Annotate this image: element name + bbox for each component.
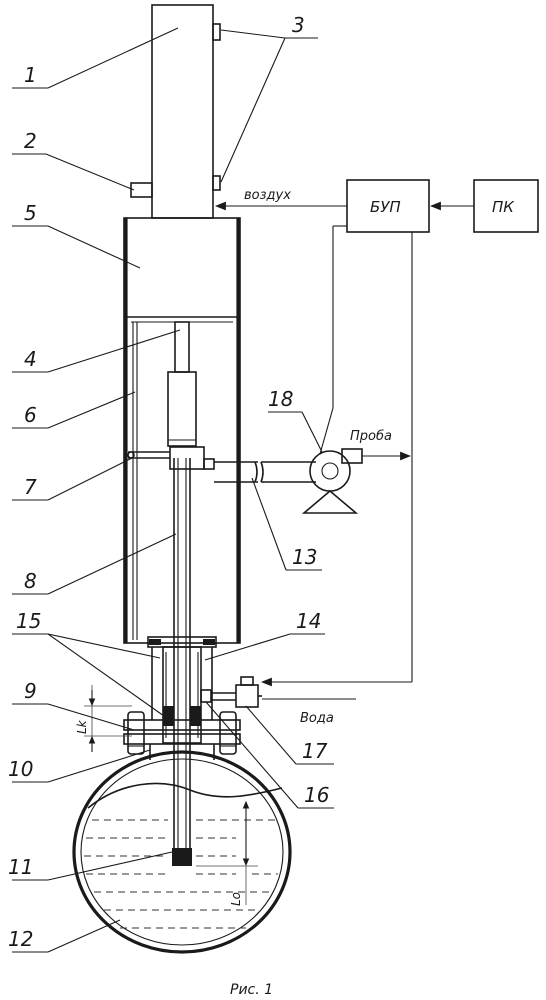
label-1: 1 xyxy=(24,63,37,87)
water-label: Вода xyxy=(300,711,334,726)
label-8: 8 xyxy=(24,569,37,593)
label-14: 14 xyxy=(296,609,321,633)
pk-label: ПК xyxy=(492,198,515,216)
label-15: 15 xyxy=(16,609,41,633)
label-12: 12 xyxy=(8,927,33,951)
label-10: 10 xyxy=(8,757,33,781)
leader-lines xyxy=(12,27,334,953)
label-18: 18 xyxy=(268,387,293,411)
dimensions xyxy=(84,685,258,905)
part-labels: 1 2 3 5 4 6 7 8 15 14 9 10 17 16 11 12 1… xyxy=(8,13,329,951)
bup-label: БУП xyxy=(370,198,401,216)
lo-label: Lo xyxy=(229,892,243,906)
control-system xyxy=(214,179,539,700)
vessel xyxy=(72,750,292,954)
probe-label: Проба xyxy=(350,429,392,444)
label-7: 7 xyxy=(24,475,37,499)
liquid-fill xyxy=(84,819,278,929)
label-3: 3 xyxy=(292,13,305,37)
label-4: 4 xyxy=(24,347,37,371)
main-cylinder xyxy=(123,217,241,644)
flange-assembly xyxy=(123,636,262,760)
lk-label: Lk xyxy=(75,719,89,734)
air-label: воздух xyxy=(244,188,291,203)
sample-duct xyxy=(214,461,316,483)
actuator-housing xyxy=(130,4,221,219)
sampling-tube xyxy=(172,458,192,866)
label-6: 6 xyxy=(24,403,37,427)
label-17: 17 xyxy=(302,739,328,763)
label-16: 16 xyxy=(304,783,329,807)
figure-caption: Рис. 1 xyxy=(230,982,273,998)
label-5: 5 xyxy=(24,201,37,225)
label-11: 11 xyxy=(8,855,33,879)
label-9: 9 xyxy=(24,679,37,703)
label-2: 2 xyxy=(24,129,37,153)
label-13: 13 xyxy=(292,545,317,569)
pump xyxy=(301,448,363,514)
